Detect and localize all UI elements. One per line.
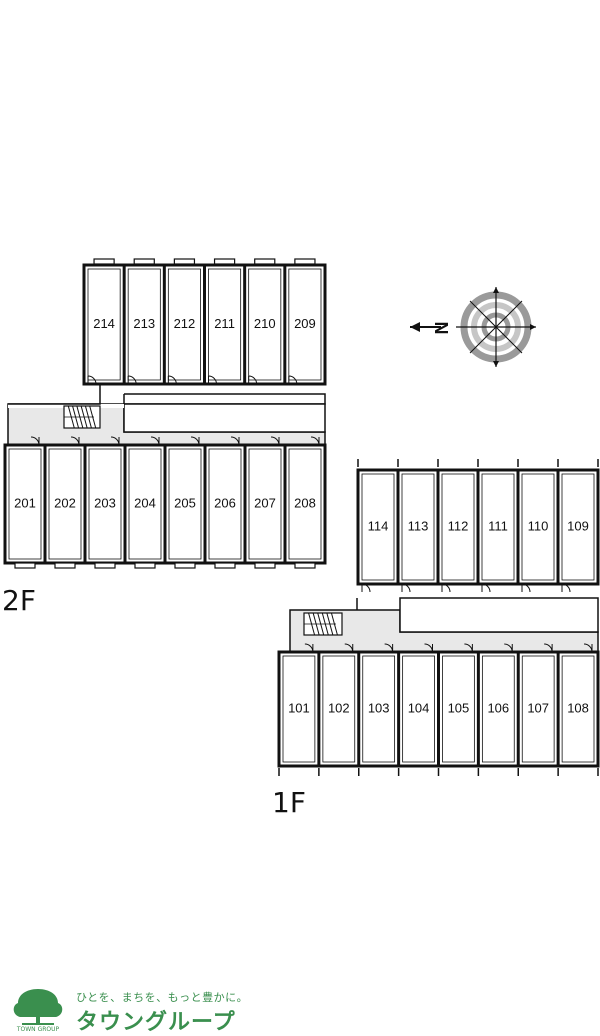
floor-1-plan: 114 113 112 111 110 109 101 102 103 104 105 106 107… [277, 459, 600, 776]
floor-2-label: 2F [2, 584, 36, 617]
unit-number: 106 [487, 700, 509, 715]
unit-number: 213 [133, 316, 155, 331]
unit-number: 107 [527, 700, 549, 715]
unit-number: 208 [294, 495, 316, 510]
unit-number: 212 [174, 316, 196, 331]
floor-2-plan: 214 213 212 211 210 209 201 202 203 204 205 206 207… [3, 258, 327, 569]
unit-number: 112 [448, 518, 469, 533]
brand-name: タウングループ [76, 1010, 236, 1035]
floor-1-label: 1F [272, 786, 306, 819]
unit-number: 209 [294, 316, 316, 331]
unit-number: 207 [254, 495, 276, 510]
unit-number: 104 [408, 700, 430, 715]
brand-slogan: ひとを、まちを、もっと豊かに。 [76, 991, 249, 1004]
unit-number: 201 [14, 495, 36, 510]
unit-number: 102 [328, 700, 350, 715]
logo-caption: TOWN GROUP [16, 1026, 60, 1033]
unit-number: 203 [94, 495, 116, 510]
town-group-logo: TOWN GROUP [13, 989, 63, 1033]
unit-number: 204 [134, 495, 156, 510]
unit-number: 202 [54, 495, 76, 510]
unit-number: 205 [174, 495, 196, 510]
unit-number: 105 [448, 700, 470, 715]
unit-number: 210 [254, 316, 276, 331]
unit-number: 114 [368, 518, 389, 533]
unit-number: 111 [488, 518, 508, 533]
unit-number: 211 [214, 316, 235, 331]
floor-2-stairs [63, 405, 101, 429]
unit-number: 103 [368, 700, 390, 715]
unit-number: 108 [567, 700, 589, 715]
unit-number: 206 [214, 495, 236, 510]
unit-number: 113 [408, 518, 429, 533]
unit-number: 214 [93, 316, 115, 331]
floor-plan: 214 213 212 211 210 209 201 202 203 204 205 206 207… [3, 258, 600, 776]
floor-1-stairs [303, 612, 343, 636]
unit-number: 101 [288, 700, 310, 715]
unit-number: 110 [528, 518, 549, 533]
compass-north-label: N [432, 322, 452, 335]
compass-icon: N [410, 287, 536, 367]
unit-number: 109 [567, 518, 589, 533]
